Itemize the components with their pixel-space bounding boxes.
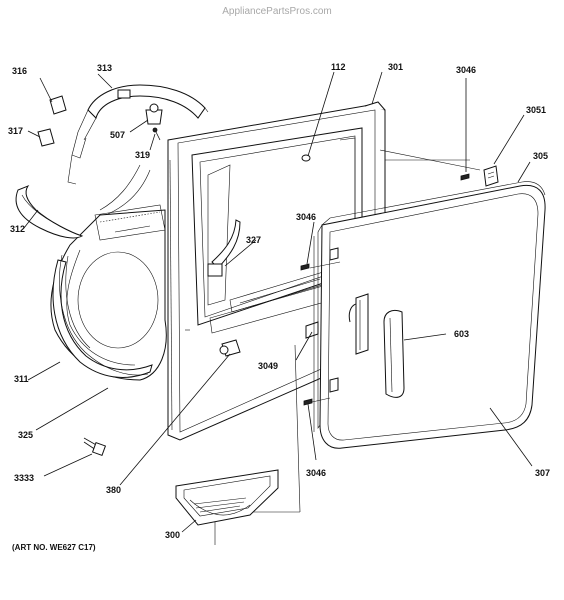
front-bulkhead-assembly [15, 164, 167, 381]
label-317: 317 [8, 126, 23, 136]
connection-lines [309, 149, 481, 403]
label-507: 507 [110, 130, 125, 140]
label-112: 112 [331, 62, 346, 72]
screws [300, 173, 470, 406]
label-3046-mid: 3046 [296, 212, 316, 222]
door-assembly [313, 181, 546, 449]
label-3333: 3333 [14, 473, 34, 483]
label-3051: 3051 [526, 105, 546, 115]
label-307: 307 [535, 468, 550, 478]
label-312: 312 [10, 224, 25, 234]
label-319: 319 [135, 150, 150, 160]
label-313: 313 [97, 63, 112, 73]
label-325: 325 [18, 430, 33, 440]
watermark-text: AppliancePartsPros.com [222, 6, 332, 17]
label-603: 603 [454, 329, 469, 339]
label-301: 301 [388, 62, 403, 72]
label-300: 300 [165, 530, 180, 540]
label-311: 311 [14, 374, 29, 384]
label-3046-bottom: 3046 [306, 468, 326, 478]
label-305: 305 [533, 151, 548, 161]
bearing-bracket [67, 84, 209, 185]
part-labels: 316 313 317 312 507 319 311 325 3333 380… [8, 62, 550, 540]
label-380: 380 [106, 485, 121, 495]
leader-lines [23, 71, 533, 533]
thermistor [83, 437, 107, 457]
lint-filter [175, 469, 279, 526]
label-316: 316 [12, 66, 27, 76]
label-327: 327 [246, 235, 261, 245]
label-3049: 3049 [258, 361, 278, 371]
hinge-bracket [483, 165, 499, 187]
drum-glide-pads [37, 95, 67, 147]
art-number: (ART NO. WE627 C17) [12, 543, 96, 552]
label-3046-top: 3046 [456, 65, 476, 75]
bearing-and-screw [145, 103, 163, 141]
